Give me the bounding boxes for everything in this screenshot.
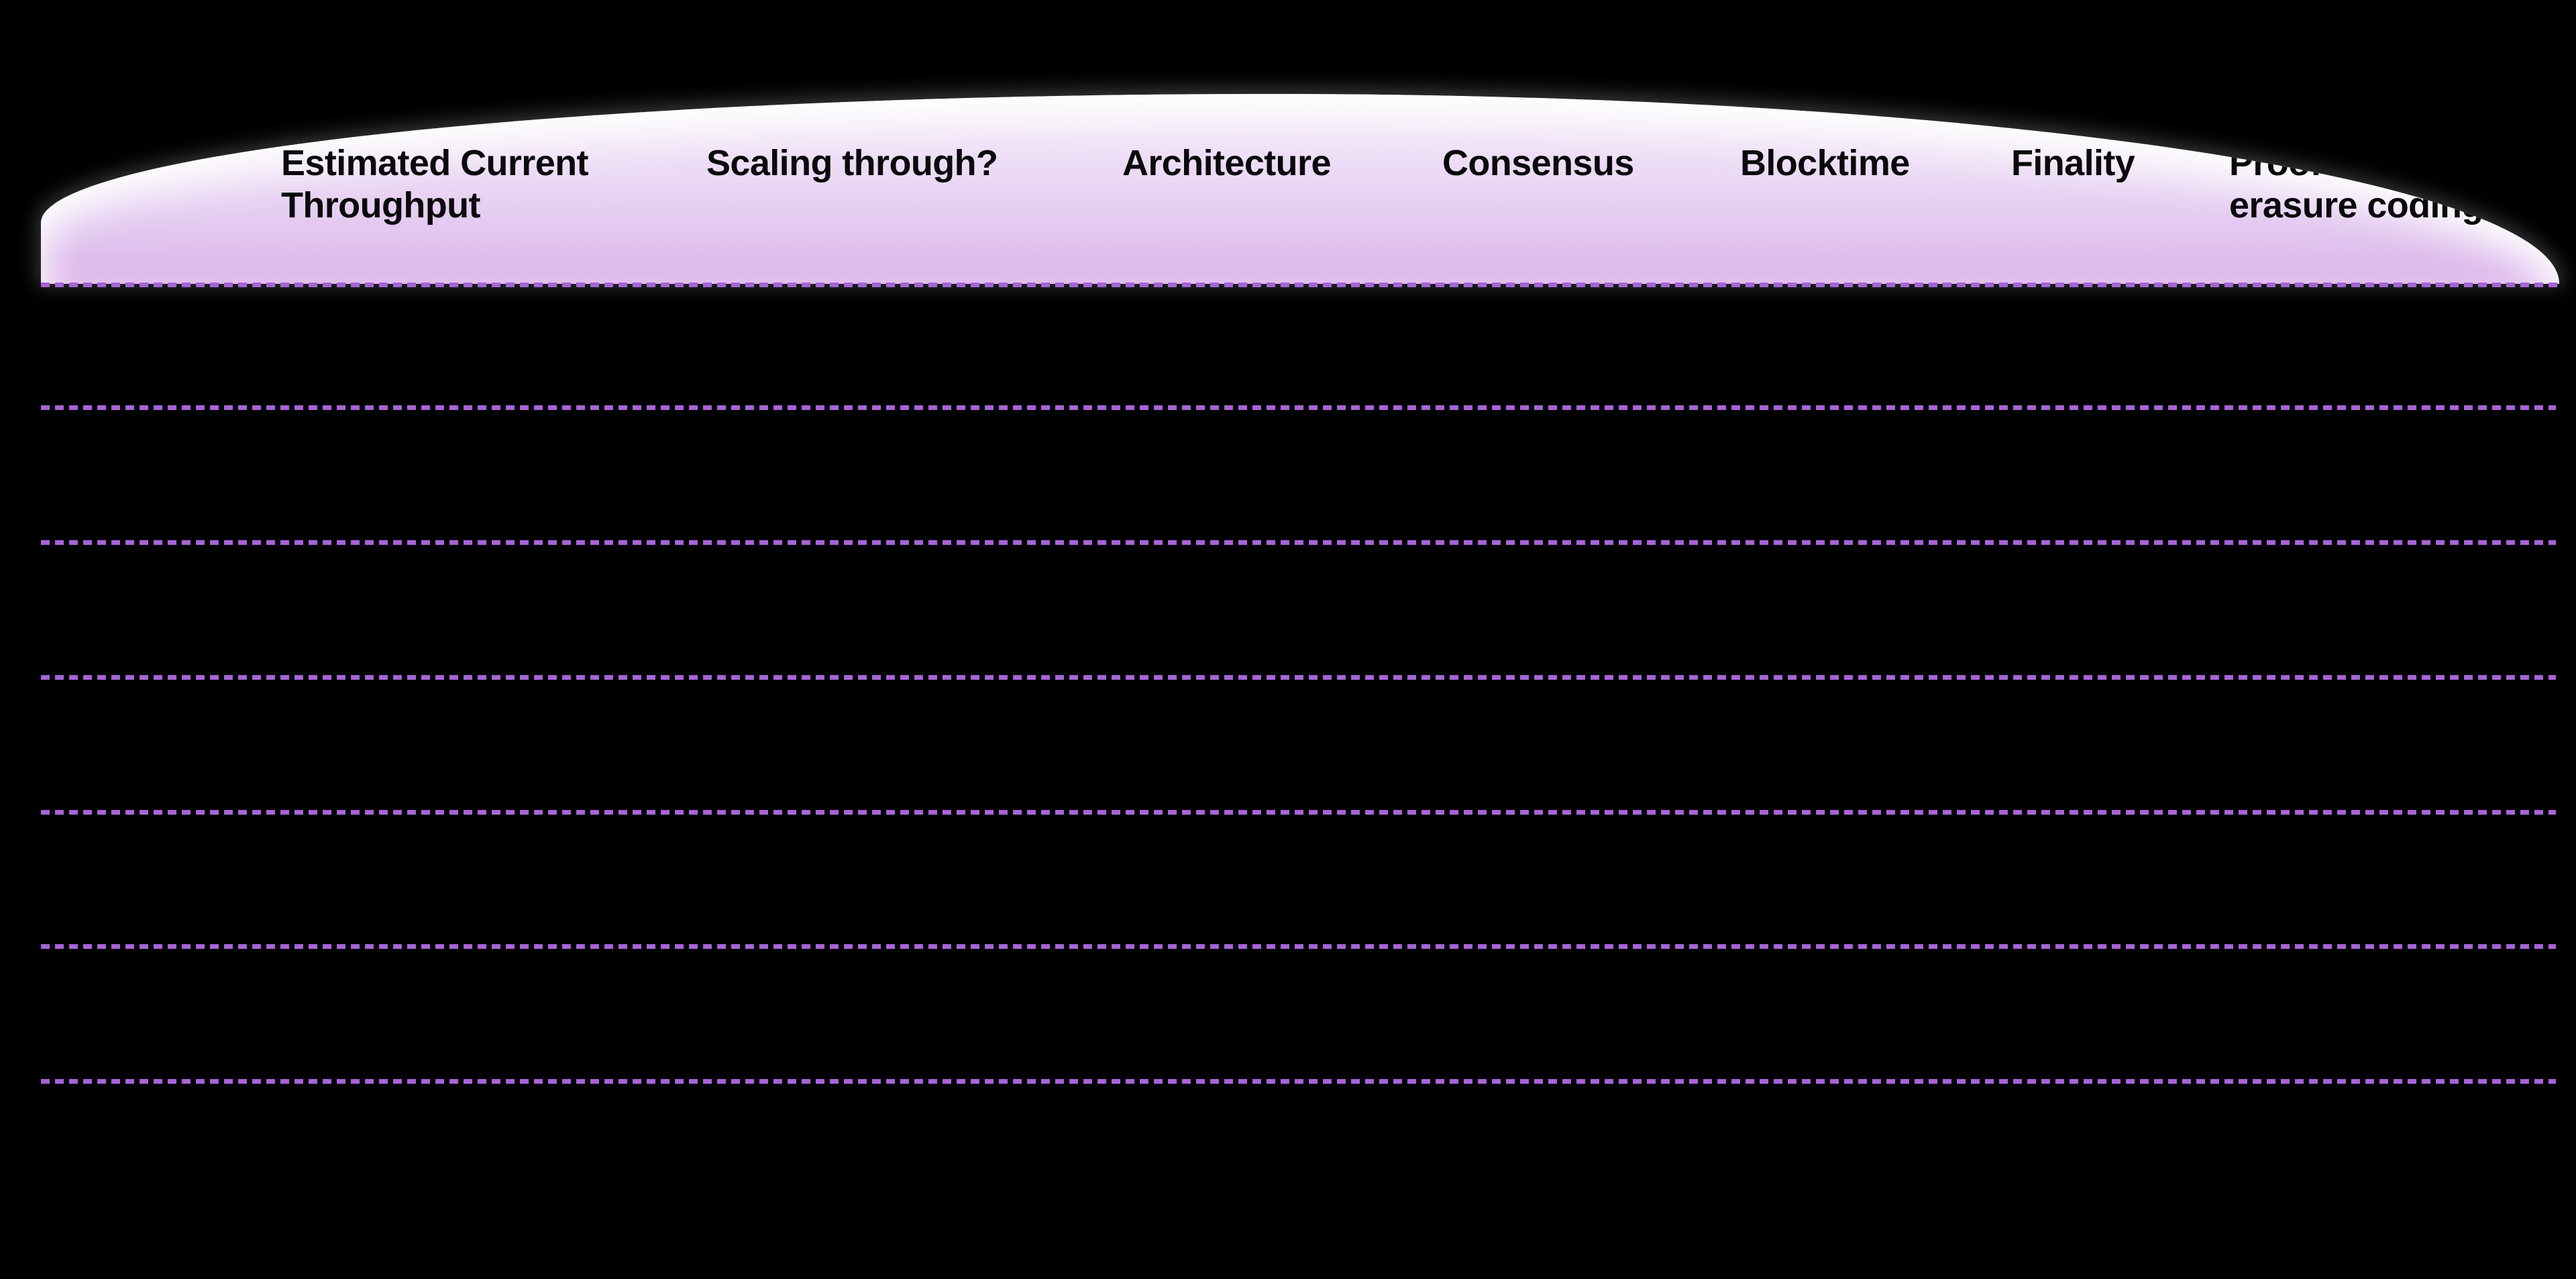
column-header-line: Proof of custody / bbox=[2229, 143, 2530, 183]
table-row bbox=[41, 546, 2556, 674]
header-bottom-separator bbox=[41, 283, 2559, 287]
column-header-line: Finality bbox=[2011, 143, 2135, 183]
column-header-finality: Finality bbox=[2011, 142, 2135, 185]
column-header-proof-of-custody-erasure-coding: Proof of custody / erasure coding bbox=[2229, 142, 2530, 227]
column-header-blocktime: Blocktime bbox=[1740, 142, 1910, 185]
row-separator bbox=[41, 944, 2556, 949]
column-header-line: Consensus bbox=[1442, 143, 1634, 183]
column-header-estimated-current-throughput: Estimated Current Throughput bbox=[281, 142, 589, 227]
table-row bbox=[41, 289, 2556, 404]
column-header-consensus: Consensus bbox=[1442, 142, 1634, 185]
column-header-line: Throughput bbox=[281, 185, 480, 225]
column-header-line: Blocktime bbox=[1740, 143, 1910, 183]
column-header-line: erasure coding bbox=[2229, 185, 2483, 225]
table-row bbox=[41, 411, 2556, 539]
row-separator bbox=[41, 675, 2556, 680]
column-header-architecture: Architecture bbox=[1122, 142, 1332, 185]
row-separator bbox=[41, 1079, 2556, 1084]
row-separator bbox=[41, 405, 2556, 410]
row-separator bbox=[41, 810, 2556, 815]
table-header-band: Estimated Current Throughput Scaling thr… bbox=[41, 94, 2559, 284]
table-row bbox=[41, 681, 2556, 809]
table-row bbox=[41, 950, 2556, 1078]
column-header-line: Scaling through? bbox=[706, 143, 998, 183]
column-header-line: Architecture bbox=[1122, 143, 1332, 183]
row-separator bbox=[41, 540, 2556, 545]
column-header-line: Estimated Current bbox=[281, 143, 589, 183]
table-row bbox=[41, 816, 2556, 943]
column-header-scaling-through: Scaling through? bbox=[706, 142, 998, 185]
